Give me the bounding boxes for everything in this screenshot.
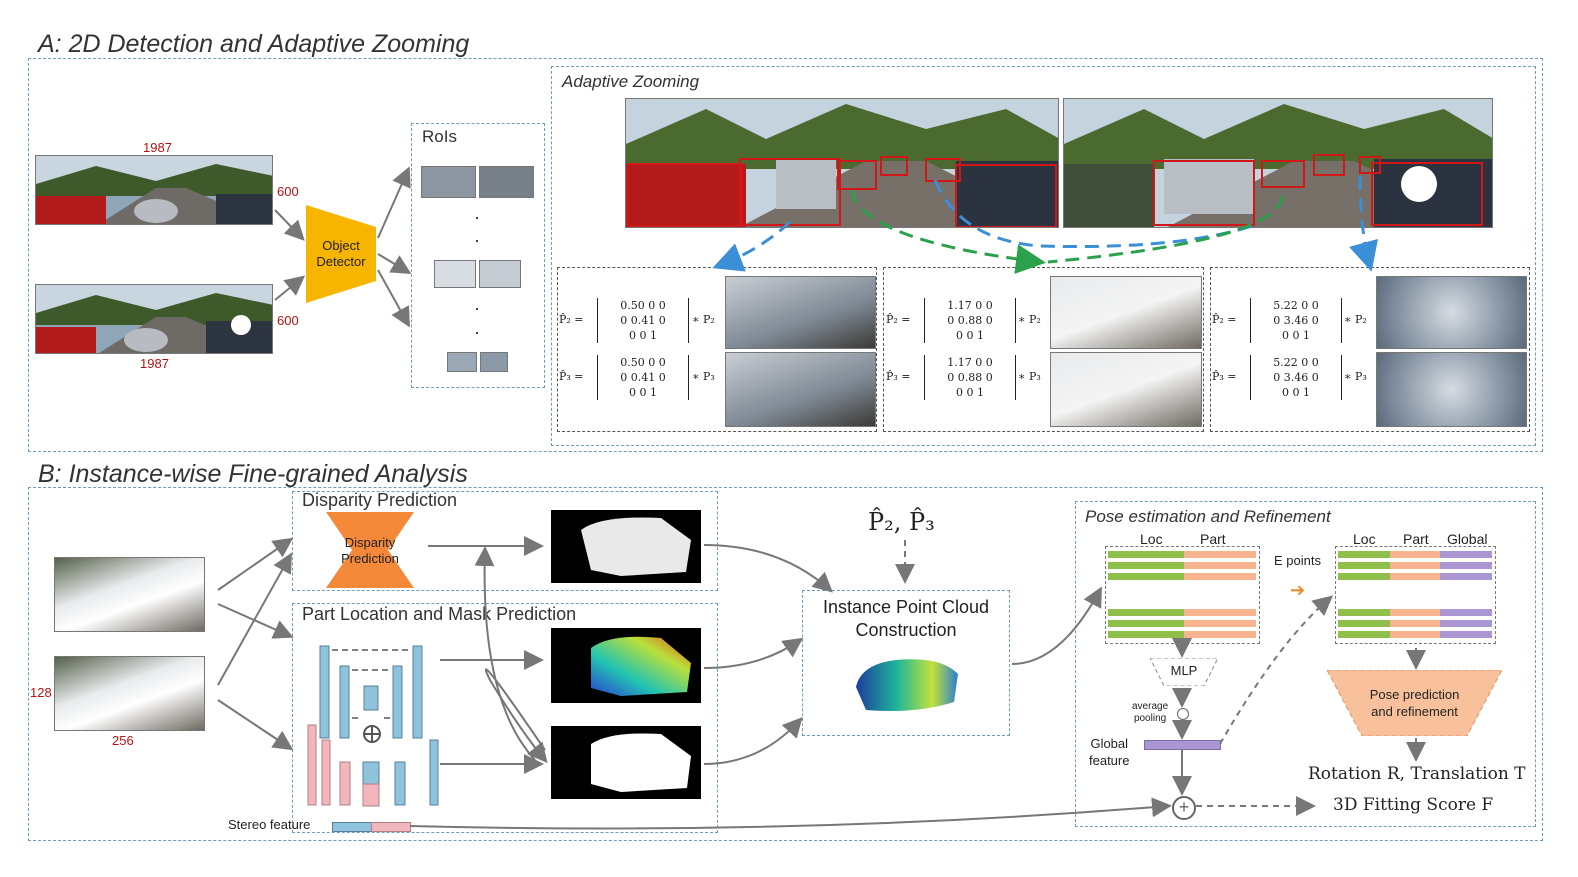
adaptive-zooming-title: Adaptive Zooming — [562, 72, 700, 91]
section-b-frame — [28, 487, 1543, 841]
panel1-p2-rhs: ∗ P₂ — [692, 313, 715, 326]
panel3-p2-rhs: ∗ P₂ — [1344, 313, 1367, 326]
panel2-car-right — [1050, 352, 1202, 427]
disparity-network-block — [326, 512, 414, 588]
loc-header-right: Loc — [1353, 531, 1376, 547]
panel3-p3-rhs: ∗ P₃ — [1344, 370, 1367, 383]
roi-thumb-1 — [421, 166, 476, 198]
street-image-left — [35, 155, 273, 225]
disparity-box-title: Disparity Prediction — [302, 490, 458, 510]
roi-thumb-5 — [447, 352, 477, 372]
panel1-car-left — [725, 276, 876, 349]
zoom-image-right — [1063, 98, 1493, 228]
e-points-label: E points — [1274, 553, 1321, 568]
part-header-left: Part — [1200, 531, 1226, 547]
disparity-network-label: Disparity Prediction — [341, 535, 399, 566]
panel1-p3-rhs: ∗ P₃ — [692, 370, 715, 383]
rois-dot-4: · — [474, 322, 480, 342]
panel1-p2-lhs: P̂₂ = — [559, 313, 584, 326]
concat-plus-node: + — [1172, 796, 1196, 820]
point-cloud-frame — [802, 590, 1010, 736]
adaptive-zooming-frame — [551, 66, 1536, 446]
zoom-image-left — [625, 98, 1059, 228]
roi-thumb-2 — [479, 166, 534, 198]
rois-dot-3: · — [474, 298, 480, 318]
street-image-right — [35, 284, 273, 354]
object-detector-block — [306, 205, 376, 303]
fitting-score-output: 3D Fitting Score F — [1333, 795, 1494, 815]
img-width-label-top: 1987 — [143, 140, 172, 155]
section-b-title: B: Instance-wise Fine-grained Analysis — [38, 460, 468, 488]
mlp-block — [1150, 658, 1218, 686]
mlp-label: MLP — [1170, 663, 1198, 678]
section-a-title: A: 2D Detection and Adaptive Zooming — [38, 30, 470, 58]
section-a-frame — [28, 58, 1543, 452]
panel3-p3-lhs: P̂₃ = — [1212, 370, 1237, 383]
crop-height-label: 128 — [30, 685, 52, 700]
point-cloud-label: Instance Point Cloud Construction — [822, 597, 990, 640]
rois-dot-1: · — [474, 207, 480, 227]
pooling-node — [1177, 708, 1189, 720]
panel2-p3-lhs: P̂₃ = — [886, 370, 911, 383]
stereo-feature-label: Stereo feature — [228, 817, 311, 832]
point-cloud-visual — [856, 659, 958, 711]
panel2-car-left — [1050, 276, 1202, 349]
panel2-p2-lhs: P̂₂ = — [886, 313, 911, 326]
roi-thumb-6 — [480, 352, 508, 372]
pose-prediction-block — [1327, 670, 1502, 736]
pose-estimation-title: Pose estimation and Refinement — [1085, 507, 1331, 526]
panel3-p2-lhs: P̂₂ = — [1212, 313, 1237, 326]
panel1-car-right — [725, 352, 876, 427]
panel2-p3-rhs: ∗ P₃ — [1018, 370, 1041, 383]
pose-estimation-frame — [1075, 501, 1536, 827]
part-location-map — [551, 628, 701, 703]
loc-header-left: Loc — [1140, 531, 1163, 547]
object-detector-label: Object Detector — [316, 238, 366, 269]
part-box-title: Part Location and Mask Prediction — [302, 604, 577, 624]
part-header-right: Part — [1403, 531, 1429, 547]
crop-image-left — [54, 557, 205, 632]
e-points-arrow-icon: ➔ — [1290, 580, 1306, 600]
feature-grid-right — [1335, 546, 1496, 644]
rois-title: RoIs — [422, 127, 457, 146]
panel2-p2-rhs: ∗ P₂ — [1018, 313, 1041, 326]
mask-map — [551, 726, 701, 799]
part-location-frame — [292, 603, 718, 833]
global-feature-label: Global feature — [1089, 736, 1130, 768]
crop-image-right — [54, 656, 205, 731]
pose-prediction-label: Pose prediction and refinement — [1369, 687, 1460, 719]
global-header-right: Global — [1447, 531, 1488, 547]
img-width-label-bottom: 1987 — [140, 356, 169, 371]
rotation-translation-output: Rotation R, Translation T — [1308, 764, 1526, 784]
img-height-label-bottom: 600 — [277, 313, 299, 328]
crop-width-label: 256 — [112, 733, 134, 748]
rois-dot-2: · — [474, 230, 480, 250]
panel3-car-right — [1376, 352, 1527, 427]
average-pooling-label: average pooling — [1132, 701, 1169, 724]
roi-thumb-3 — [434, 260, 476, 288]
img-height-label-top: 600 — [277, 184, 299, 199]
rois-frame — [411, 123, 545, 388]
panel3-car-left — [1376, 276, 1527, 349]
global-feature-bar — [1144, 740, 1221, 750]
panel1-p3-lhs: P̂₃ = — [559, 370, 584, 383]
roi-thumb-4 — [479, 260, 521, 288]
projection-matrices-label: P̂₂, P̂₃ — [868, 508, 935, 536]
unet-diagram — [307, 645, 439, 807]
disparity-map — [551, 510, 701, 583]
feature-rows-left — [1108, 551, 1256, 638]
feature-rows-right — [1338, 551, 1492, 638]
